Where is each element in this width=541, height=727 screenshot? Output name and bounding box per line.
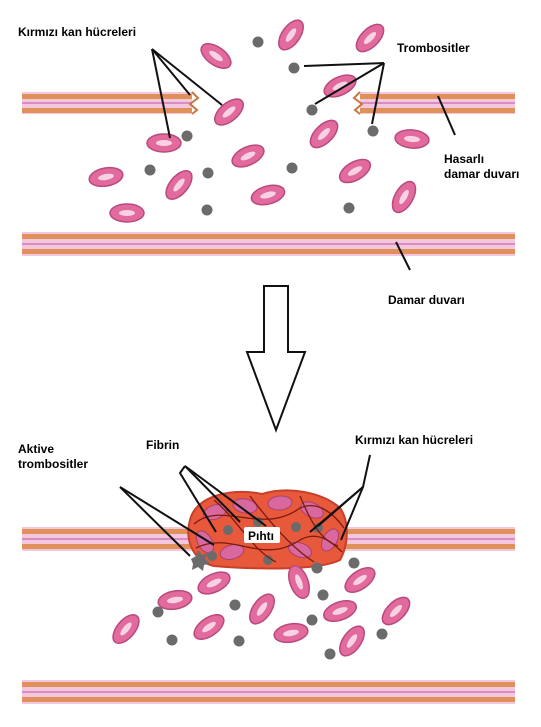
red-blood-cell bbox=[388, 178, 421, 216]
red-blood-cell bbox=[378, 593, 415, 630]
label-platelets-top: Trombositler bbox=[397, 41, 470, 55]
label-activated-platelets-line2: trombositler bbox=[18, 457, 88, 471]
platelet bbox=[349, 558, 360, 569]
red-blood-cell bbox=[321, 597, 359, 626]
vessel-wall-bottom-lower bbox=[22, 680, 515, 704]
red-blood-cell bbox=[394, 129, 429, 150]
platelet bbox=[307, 105, 318, 116]
label-clot: Pıhtı bbox=[248, 529, 274, 543]
red-blood-cell bbox=[161, 166, 197, 204]
platelet bbox=[344, 203, 355, 214]
red-blood-cell bbox=[274, 16, 308, 54]
platelet bbox=[145, 165, 156, 176]
red-blood-cell bbox=[197, 39, 235, 73]
platelet bbox=[289, 63, 300, 74]
red-blood-cell bbox=[195, 568, 233, 599]
red-blood-cell bbox=[229, 141, 267, 172]
platelet bbox=[153, 607, 164, 618]
label-red-blood-cells-top: Kırmızı kan hücreleri bbox=[18, 25, 136, 39]
red-blood-cell bbox=[341, 563, 379, 597]
label-red-blood-cells-bottom: Kırmızı kan hücreleri bbox=[355, 433, 473, 447]
platelet bbox=[202, 205, 213, 216]
label-damaged-wall-line2: damar duvarı bbox=[444, 167, 519, 181]
label-activated-platelets-line1: Aktive bbox=[18, 442, 54, 456]
red-blood-cell bbox=[306, 116, 343, 153]
platelet bbox=[287, 163, 298, 174]
platelet bbox=[312, 563, 323, 574]
red-blood-cell bbox=[273, 621, 310, 645]
platelet bbox=[234, 636, 245, 647]
label-damaged-wall-line1: Hasarlı bbox=[444, 152, 484, 166]
platelet bbox=[325, 649, 336, 660]
red-blood-cell bbox=[147, 134, 181, 152]
label-fibrin: Fibrin bbox=[146, 438, 179, 452]
platelet bbox=[182, 131, 193, 142]
top-vessel: Kırmızı kan hücreleri Trombositler Hasar… bbox=[18, 16, 519, 307]
platelet bbox=[377, 629, 388, 640]
red-blood-cell bbox=[88, 165, 125, 189]
red-blood-cell bbox=[110, 204, 144, 222]
red-blood-cell bbox=[249, 182, 287, 208]
platelet bbox=[318, 590, 329, 601]
red-blood-cell bbox=[336, 155, 374, 188]
red-blood-cell bbox=[157, 588, 194, 612]
down-arrow-icon bbox=[247, 286, 305, 430]
platelet bbox=[203, 168, 214, 179]
red-blood-cell bbox=[245, 590, 279, 628]
red-blood-cell bbox=[335, 622, 369, 660]
platelet bbox=[230, 600, 241, 611]
red-blood-cell bbox=[108, 610, 144, 648]
bottom-vessel: Aktive trombositler Fibrin Kırmızı kan h… bbox=[18, 433, 515, 704]
red-blood-cell bbox=[352, 20, 389, 57]
platelet bbox=[307, 615, 318, 626]
red-blood-cell bbox=[190, 610, 228, 644]
platelet bbox=[167, 635, 178, 646]
label-vessel-wall: Damar duvarı bbox=[388, 293, 465, 307]
platelet bbox=[368, 126, 379, 137]
platelet bbox=[253, 37, 264, 48]
vessel-wall-top-lower bbox=[22, 232, 515, 256]
